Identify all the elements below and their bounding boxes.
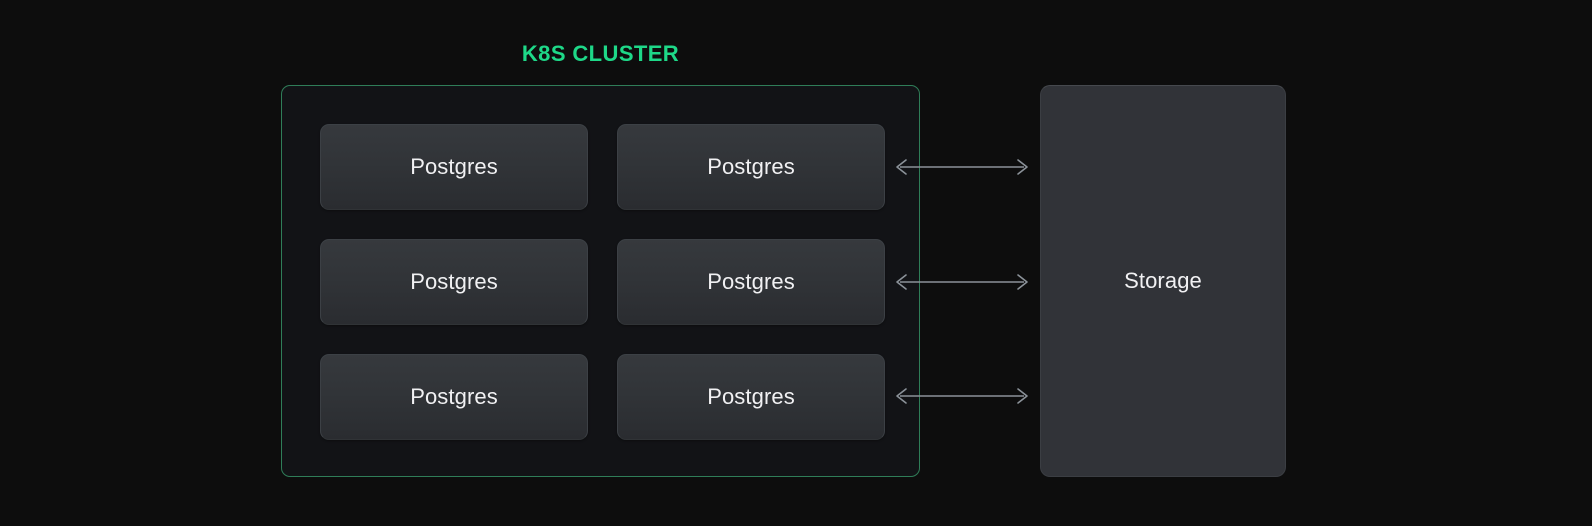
postgres-pod-grid: Postgres Postgres Postgres Postgres Post… <box>320 124 885 440</box>
postgres-pod[interactable]: Postgres <box>617 239 885 325</box>
postgres-pod-label: Postgres <box>707 154 795 179</box>
postgres-pod-label: Postgres <box>707 384 795 409</box>
storage-node-label: Storage <box>1124 268 1202 293</box>
postgres-pod-label: Postgres <box>707 269 795 294</box>
k8s-cluster-panel: Postgres Postgres Postgres Postgres Post… <box>281 85 920 477</box>
postgres-pod[interactable]: Postgres <box>617 124 885 210</box>
postgres-pod-label: Postgres <box>410 154 498 179</box>
postgres-pod[interactable]: Postgres <box>320 239 588 325</box>
postgres-pod-label: Postgres <box>410 384 498 409</box>
postgres-pod[interactable]: Postgres <box>320 354 588 440</box>
postgres-pod-label: Postgres <box>410 269 498 294</box>
postgres-pod[interactable]: Postgres <box>617 354 885 440</box>
storage-node[interactable]: Storage <box>1040 85 1286 477</box>
postgres-pod[interactable]: Postgres <box>320 124 588 210</box>
cluster-title: K8S CLUSTER <box>521 41 680 66</box>
